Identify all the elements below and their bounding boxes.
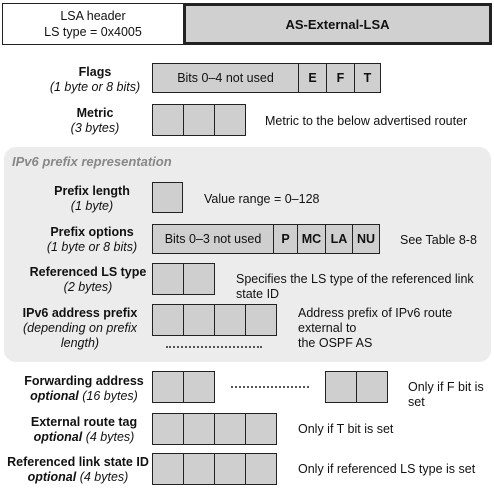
prefix-option-la-bit: LA xyxy=(325,224,353,254)
external-route-tag-size: optional (4 bytes) xyxy=(14,430,154,445)
flags-unused-bits: Bits 0–4 not used xyxy=(152,63,299,93)
forwarding-address-byte-1 xyxy=(152,371,184,403)
ipv6-prefix-description: Address prefix of IPv6 route external to… xyxy=(298,306,494,351)
lsa-header-box: LSA header LS type = 0x4005 xyxy=(2,3,184,45)
ref-link-state-id-bytes: (4 bytes) xyxy=(79,470,129,484)
external-route-tag-byte-2 xyxy=(183,413,215,445)
ipv6-prefix-label: IPv6 address prefix (depending on prefix… xyxy=(6,306,154,351)
ipv6-prefix-byte-4 xyxy=(245,304,277,336)
external-route-tag-description: Only if T bit is set xyxy=(298,422,394,436)
prefix-option-mc-label: MC xyxy=(301,232,322,246)
ref-link-state-id-byte-4 xyxy=(245,453,277,485)
flag-f-label: F xyxy=(336,71,345,85)
flags-name: Flags xyxy=(78,65,112,79)
external-route-tag-byte-4 xyxy=(245,413,277,445)
external-route-tag-optional: optional xyxy=(33,430,83,444)
ipv6-prefix-description-line-2: the OSPF AS xyxy=(298,336,373,350)
external-route-tag-label: External route tag optional (4 bytes) xyxy=(14,415,154,445)
forwarding-address-name: Forwarding address xyxy=(24,374,144,388)
metric-byte-1 xyxy=(152,104,184,136)
forwarding-address-bytes: (16 bytes) xyxy=(82,389,138,403)
metric-label: Metric (3 bytes) xyxy=(40,106,150,136)
prefix-option-la-label: LA xyxy=(330,232,348,246)
ref-ls-type-size: (2 bytes) xyxy=(63,280,113,294)
ref-link-state-id-label: Referenced link state ID optional (4 byt… xyxy=(2,455,154,485)
ipv6-prefix-name: IPv6 address prefix xyxy=(22,306,138,320)
metric-size: (3 bytes) xyxy=(70,121,120,135)
prefix-options-unused-bits: Bits 0–3 not used xyxy=(152,224,274,254)
ref-link-state-id-size: optional (4 bytes) xyxy=(2,470,154,485)
prefix-length-description: Value range = 0–128 xyxy=(204,192,320,206)
flags-size: (1 byte or 8 bits) xyxy=(49,80,141,94)
flag-f-bit: F xyxy=(326,63,355,93)
external-route-tag-bytes: (4 bytes) xyxy=(85,430,135,444)
ref-ls-type-byte-2 xyxy=(183,263,215,295)
prefix-options-unused-bits-label: Bits 0–3 not used xyxy=(164,232,262,246)
prefix-option-p-label: P xyxy=(281,232,290,246)
ref-link-state-id-byte-1 xyxy=(152,453,184,485)
forwarding-address-continuation-dots xyxy=(231,386,309,388)
lsa-header-ls-type: LS type = 0x4005 xyxy=(44,25,142,39)
ref-ls-type-name: Referenced LS type xyxy=(29,265,147,279)
forwarding-address-byte-2 xyxy=(183,371,215,403)
ref-link-state-id-byte-2 xyxy=(183,453,215,485)
ipv6-prefix-byte-1 xyxy=(152,304,184,336)
ipv6-prefix-panel-title: IPv6 prefix representation xyxy=(12,154,172,169)
forwarding-address-optional: optional xyxy=(30,389,79,403)
forwarding-address-size: optional (16 bytes) xyxy=(14,389,154,404)
metric-byte-3 xyxy=(214,104,246,136)
metric-byte-2 xyxy=(183,104,215,136)
flag-e-label: E xyxy=(308,71,317,85)
flag-e-bit: E xyxy=(298,63,327,93)
ref-link-state-id-optional: optional xyxy=(27,470,77,484)
ref-ls-type-label: Referenced LS type (2 bytes) xyxy=(22,265,154,295)
forwarding-address-byte-16 xyxy=(356,371,388,403)
ref-link-state-id-byte-3 xyxy=(214,453,246,485)
ipv6-prefix-size: (depending on prefix length) xyxy=(23,321,137,350)
prefix-options-name: Prefix options xyxy=(50,225,134,239)
prefix-options-description: See Table 8-8 xyxy=(400,233,477,247)
prefix-length-byte xyxy=(152,182,183,213)
prefix-option-mc-bit: MC xyxy=(297,224,326,254)
ipv6-prefix-description-line-1: Address prefix of IPv6 route external to xyxy=(298,306,453,335)
external-route-tag-byte-1 xyxy=(152,413,184,445)
prefix-length-size: (1 byte) xyxy=(70,199,114,213)
as-external-lsa-box: AS-External-LSA xyxy=(183,3,492,45)
prefix-option-nu-bit: NU xyxy=(352,224,380,254)
ref-link-state-id-name: Referenced link state ID xyxy=(7,455,149,469)
metric-name: Metric xyxy=(76,106,114,120)
flags-label: Flags (1 byte or 8 bits) xyxy=(40,65,150,95)
prefix-length-label: Prefix length (1 byte) xyxy=(30,184,154,214)
external-route-tag-byte-3 xyxy=(214,413,246,445)
lsa-header-title: LSA header xyxy=(60,9,126,23)
forwarding-address-label: Forwarding address optional (16 bytes) xyxy=(14,374,154,404)
prefix-options-label: Prefix options (1 byte or 8 bits) xyxy=(30,225,154,255)
flags-unused-bits-label: Bits 0–4 not used xyxy=(177,71,274,85)
flag-t-bit: T xyxy=(354,63,381,93)
ipv6-prefix-byte-2 xyxy=(183,304,215,336)
forwarding-address-description: Only if F bit is set xyxy=(408,380,484,409)
metric-description: Metric to the below advertised router xyxy=(265,114,468,128)
flag-t-label: T xyxy=(363,71,372,85)
forwarding-address-byte-15 xyxy=(325,371,357,403)
as-external-lsa-title: AS-External-LSA xyxy=(285,16,390,32)
ref-ls-type-byte-1 xyxy=(152,263,184,295)
ipv6-prefix-continuation-dots xyxy=(166,346,262,348)
prefix-length-name: Prefix length xyxy=(54,184,130,198)
ref-ls-type-description: Specifies the LS type of the referenced … xyxy=(236,272,474,301)
ref-link-state-id-description: Only if referenced LS type is set xyxy=(298,462,476,476)
external-route-tag-name: External route tag xyxy=(30,415,138,429)
prefix-option-nu-label: NU xyxy=(356,232,376,246)
prefix-options-size: (1 byte or 8 bits) xyxy=(46,240,138,254)
prefix-option-p-bit: P xyxy=(273,224,298,254)
ipv6-prefix-byte-3 xyxy=(214,304,246,336)
